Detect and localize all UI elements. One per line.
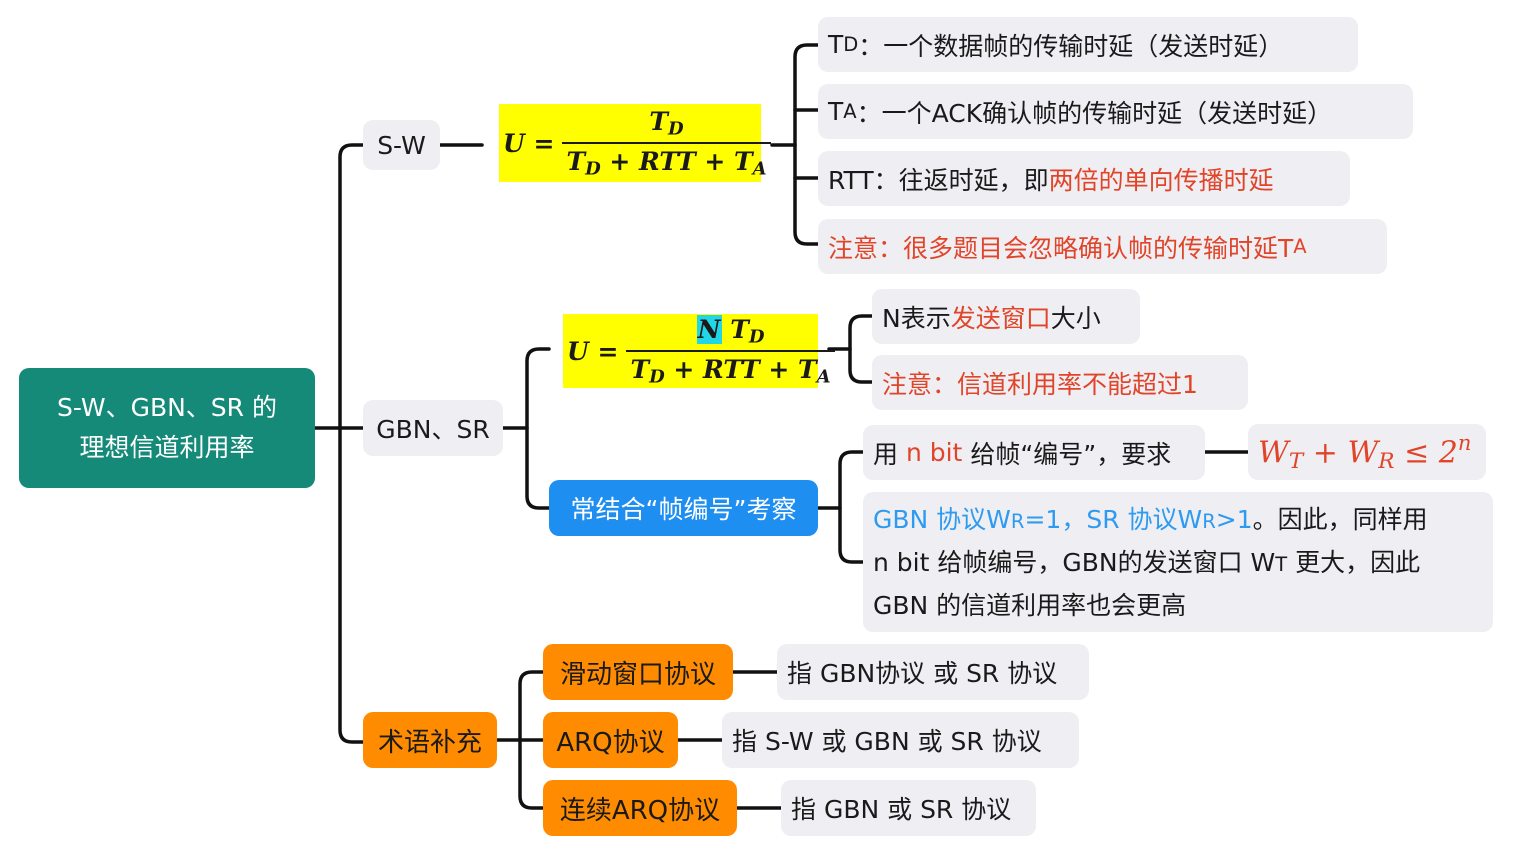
window-inequality[interactable]: WT + WR ≤ 2n xyxy=(1248,424,1486,480)
rtt-text: RTT：往返时延，即 xyxy=(828,165,1049,195)
gbn-formula-lhs: U = xyxy=(567,336,619,366)
gbn-den-mid: + RTT + T xyxy=(664,354,817,384)
root-title-line1: S-W、GBN、SR 的 xyxy=(56,393,277,422)
w-r-sub: R xyxy=(1378,448,1395,474)
gbn-num: T xyxy=(721,315,749,344)
n-pre-text: N表示 xyxy=(882,303,951,333)
n-red-text: 发送窗口 xyxy=(950,303,1051,333)
leaf-n-window[interactable]: N表示发送窗口大小 xyxy=(872,289,1140,344)
req-post-text: 给帧“编号”，要求 xyxy=(962,439,1172,469)
leaf-frame-requirement[interactable]: 用 n bit 给帧“编号”，要求 xyxy=(863,425,1205,480)
desc-line2-sub: T xyxy=(1275,552,1288,576)
req-red-text: n bit xyxy=(905,438,963,467)
desc-line-3: GBN 的信道利用率也会更高 xyxy=(873,590,1187,620)
sw-den-sub1: D xyxy=(585,158,601,179)
root-title-line2: 理想信道利用率 xyxy=(79,433,255,462)
req-pre-text: 用 xyxy=(873,439,906,469)
sw-num: T xyxy=(649,107,669,136)
sw-note-text: 注意：很多题目会忽略确认帧的传输时延T xyxy=(828,233,1294,263)
sw-formula-fraction: TD TD + RTT + TA xyxy=(562,107,771,179)
term-sliding-window-desc[interactable]: 指 GBN协议 或 SR 协议 xyxy=(777,644,1089,700)
gbn-formula[interactable]: U = N TD TD + RTT + TA xyxy=(563,314,835,388)
sw-den-sub2: A xyxy=(752,158,767,179)
rtt-red-text: 两倍的单向传播时延 xyxy=(1048,165,1274,195)
w-plus: + W xyxy=(1303,435,1379,471)
leaf-frame-description[interactable]: GBN 协议WR=1，SR 协议WR>1。因此，同样用 n bit 给帧编号，G… xyxy=(863,492,1493,632)
leaf-gbn-note[interactable]: 注意：信道利用率不能超过1 xyxy=(872,355,1248,410)
desc-blue-1: GBN 协议W xyxy=(873,504,1011,534)
root-node[interactable]: S-W、GBN、SR 的 理想信道利用率 xyxy=(19,368,315,488)
leaf-rtt[interactable]: RTT：往返时延，即两倍的单向传播时延 xyxy=(818,151,1350,206)
sw-formula-lhs: U = xyxy=(503,128,555,158)
desc-line1-rest: 。因此，同样用 xyxy=(1252,504,1428,534)
sw-den: T xyxy=(566,146,586,176)
branch-sw[interactable]: S-W xyxy=(363,120,440,170)
ta-text: ：一个ACK确认帧的传输时延（发送时延） xyxy=(856,98,1333,128)
n-post-text: 大小 xyxy=(1050,303,1101,333)
td-sub: D xyxy=(843,33,859,56)
gbn-num-n-highlight: N xyxy=(696,315,722,344)
sw-formula[interactable]: U = TD TD + RTT + TA xyxy=(499,104,771,182)
desc-line2-text: n bit 给帧编号，GBN的发送窗口 W xyxy=(873,547,1276,577)
frame-numbering-node[interactable]: 常结合“帧编号”考察 xyxy=(549,480,818,536)
desc-line2-rest: 更大，因此 xyxy=(1287,547,1421,577)
term-continuous-arq[interactable]: 连续ARQ协议 xyxy=(543,780,737,836)
sw-num-sub: D xyxy=(668,118,684,140)
desc-blue-2: =1，SR 协议W xyxy=(1024,504,1203,534)
term-arq[interactable]: ARQ协议 xyxy=(543,712,678,768)
desc-line-2: n bit 给帧编号，GBN的发送窗口 WT 更大，因此 xyxy=(873,542,1420,585)
gbn-den-sub1: D xyxy=(649,366,665,387)
gbn-den-sub2: A xyxy=(816,366,831,387)
ta-sub: A xyxy=(843,100,857,123)
ta-symbol: T xyxy=(828,97,844,126)
branch-gbn-sr[interactable]: GBN、SR xyxy=(363,400,503,456)
term-sliding-window[interactable]: 滑动窗口协议 xyxy=(543,644,733,700)
td-text: ：一个数据帧的传输时延（发送时延） xyxy=(858,31,1284,61)
w-le: ≤ 2 xyxy=(1394,435,1458,471)
w-symbol: W xyxy=(1258,435,1289,471)
gbn-den: T xyxy=(630,354,650,384)
w-t-sub: T xyxy=(1288,448,1304,474)
desc-blue-2-sub: R xyxy=(1202,509,1216,533)
w-exponent: n xyxy=(1457,430,1472,455)
branch-terms[interactable]: 术语补充 xyxy=(363,712,497,768)
desc-blue-1-sub: R xyxy=(1010,509,1025,533)
td-symbol: T xyxy=(828,30,844,59)
desc-line-1: GBN 协议WR=1，SR 协议WR>1。因此，同样用 xyxy=(873,499,1428,542)
term-continuous-arq-desc[interactable]: 指 GBN 或 SR 协议 xyxy=(781,780,1036,836)
desc-blue-3: >1 xyxy=(1215,504,1253,534)
sw-note-sub: A xyxy=(1293,235,1307,258)
term-arq-desc[interactable]: 指 S-W 或 GBN 或 SR 协议 xyxy=(722,712,1079,768)
gbn-formula-fraction: N TD TD + RTT + TA xyxy=(626,315,835,387)
window-inequality-formula: WT + WR ≤ 2n xyxy=(1258,431,1471,474)
sw-den-mid: + RTT + T xyxy=(600,146,753,176)
gbn-num-sub: D xyxy=(748,326,765,348)
